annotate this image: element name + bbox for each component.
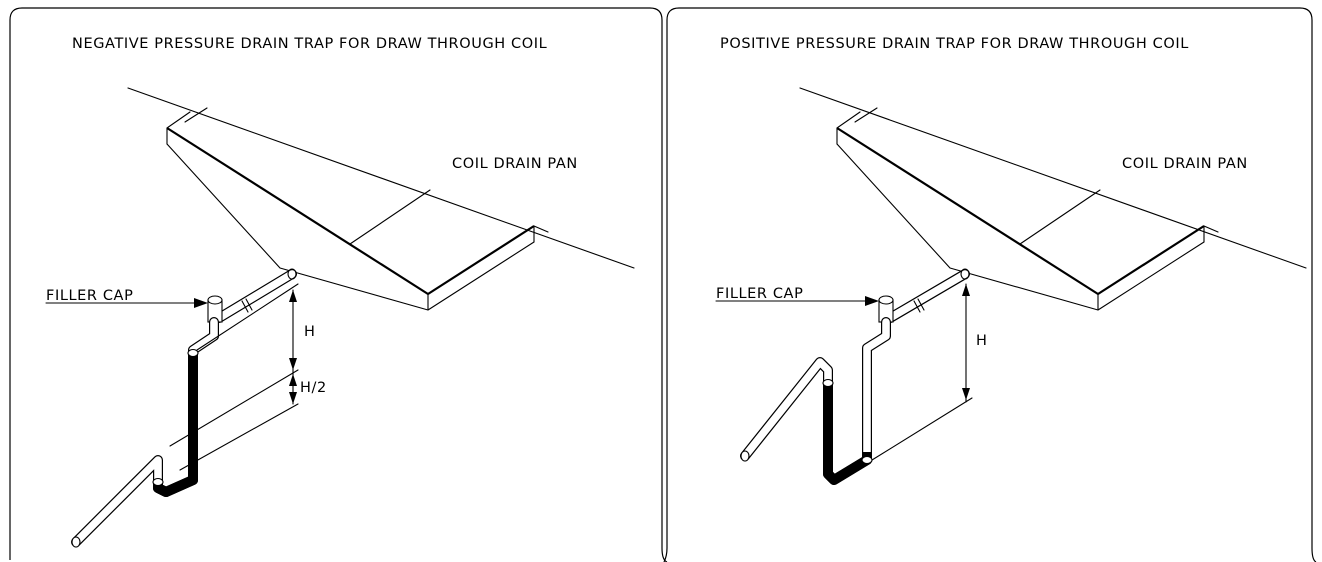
panel-positive-pressure: POSITIVE PRESSURE DRAIN TRAP FOR DRAW TH… xyxy=(663,7,1317,562)
panel-frame xyxy=(663,7,1317,562)
filler-cap-arrow xyxy=(865,296,879,306)
drain-trap-pipe xyxy=(71,317,219,548)
panel-frame xyxy=(9,7,668,562)
coil-drain-pan-label: COIL DRAIN PAN xyxy=(452,156,578,172)
coil-drain-pan xyxy=(799,87,1307,311)
filler-cap-label: FILLER CAP xyxy=(46,288,133,304)
dimension-h-label: H xyxy=(976,333,988,349)
dimension-lines xyxy=(169,283,299,471)
drain-outlet-pipe xyxy=(214,268,297,323)
dimension-h-label: H xyxy=(304,324,316,340)
panel-title: NEGATIVE PRESSURE DRAIN TRAP FOR DRAW TH… xyxy=(72,36,547,52)
drain-trap-pipe xyxy=(740,317,891,485)
dimension-lines xyxy=(871,283,973,461)
coil-drain-pan-label: COIL DRAIN PAN xyxy=(1122,156,1248,172)
panel-title: POSITIVE PRESSURE DRAIN TRAP FOR DRAW TH… xyxy=(720,36,1189,52)
dimension-h-half-label: H/2 xyxy=(300,380,327,396)
coil-drain-pan xyxy=(127,87,635,311)
filler-cap-label: FILLER CAP xyxy=(716,286,803,302)
filler-cap-arrow xyxy=(194,298,208,308)
drain-outlet-pipe xyxy=(885,268,970,323)
panel-negative-pressure: NEGATIVE PRESSURE DRAIN TRAP FOR DRAW TH… xyxy=(9,7,668,562)
